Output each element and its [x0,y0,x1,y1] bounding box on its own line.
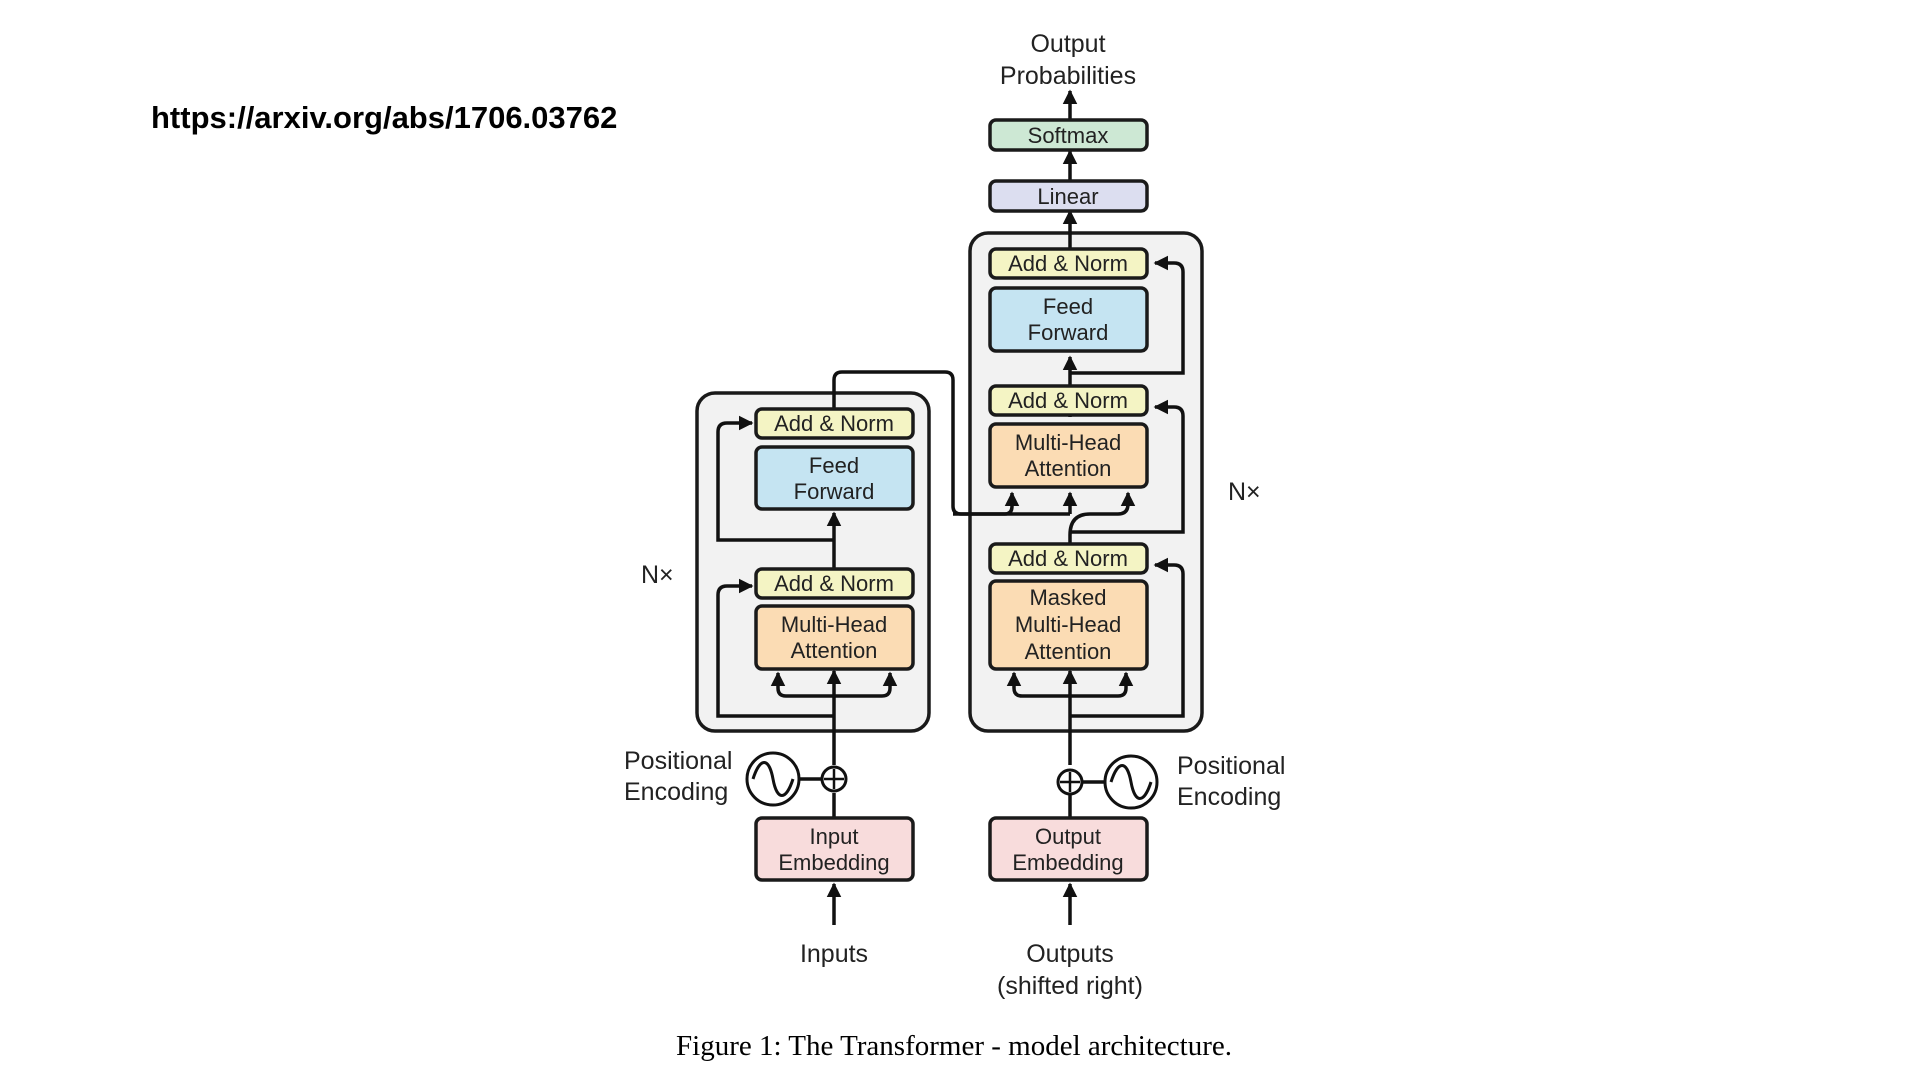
inputs-label: Inputs [800,940,868,968]
encoder-add-norm-top [754,407,915,440]
output-embedding-box [988,816,1149,882]
decoder-pe-line1: Positional [1177,752,1285,780]
encoder-add-norm-top-label: Add & Norm [774,411,894,436]
decoder-add-norm-mid [988,384,1149,417]
encoder-sine-wave-icon [745,751,801,807]
linear-box [988,179,1149,213]
encoder-add-norm-bottom [754,567,915,600]
linear-label: Linear [1037,184,1098,209]
decoder-add-norm-top-label: Add & Norm [1008,251,1128,276]
decoder-masked-attention-box [988,579,1149,671]
figure-caption: Figure 1: The Transformer - model archit… [676,1030,1232,1062]
input-embedding-line1: Input [810,824,859,849]
decoder-add-norm-bottom [988,542,1149,575]
outputs-label-line1: Outputs [1026,940,1114,968]
decoder-add-norm-top [988,247,1149,280]
decoder-add-norm-bottom-label: Add & Norm [1008,546,1128,571]
decoder-add-norm-mid-label: Add & Norm [1008,388,1128,413]
decoder-pe-line2: Encoding [1177,783,1281,811]
decoder-attn-line1: Multi-Head [1015,430,1121,455]
decoder-sine-wave-icon [1103,754,1159,810]
paper-url[interactable]: https://arxiv.org/abs/1706.03762 [151,100,618,135]
encoder-ff-line2: Forward [794,479,875,504]
encoder-attn-line2: Attention [791,638,878,663]
decoder-ff-line2: Forward [1028,320,1109,345]
encoder-pe-line1: Positional [624,747,732,775]
decoder-feed-forward-box [988,286,1149,353]
decoder-masked-line2: Multi-Head [1015,612,1121,637]
decoder-attention-box [988,422,1149,489]
decoder-attn-line2: Attention [1025,456,1112,481]
encoder-nx-label: N× [641,561,674,589]
decoder-masked-line1: Masked [1029,585,1106,610]
decoder-masked-line3: Attention [1025,639,1112,664]
outputs-label-line2: (shifted right) [997,972,1143,1000]
encoder-attn-line1: Multi-Head [781,612,887,637]
input-embedding-box [754,816,915,882]
output-embedding-line2: Embedding [1012,850,1123,875]
softmax-box [988,118,1149,152]
softmax-label: Softmax [1028,123,1109,148]
decoder-ff-line1: Feed [1043,294,1093,319]
output-probabilities-line2: Probabilities [1000,62,1136,90]
encoder-ff-line1: Feed [809,453,859,478]
encoder-frame [695,391,931,733]
encoder-attention-box [754,604,915,671]
output-embedding-line1: Output [1035,824,1101,849]
encoder-add-norm-bottom-label: Add & Norm [774,571,894,596]
decoder-nx-label: N× [1228,478,1261,506]
input-embedding-line2: Embedding [778,850,889,875]
encoder-pe-line2: Encoding [624,778,728,806]
output-probabilities-line1: Output [1030,30,1105,58]
encoder-feed-forward-box [754,445,915,511]
